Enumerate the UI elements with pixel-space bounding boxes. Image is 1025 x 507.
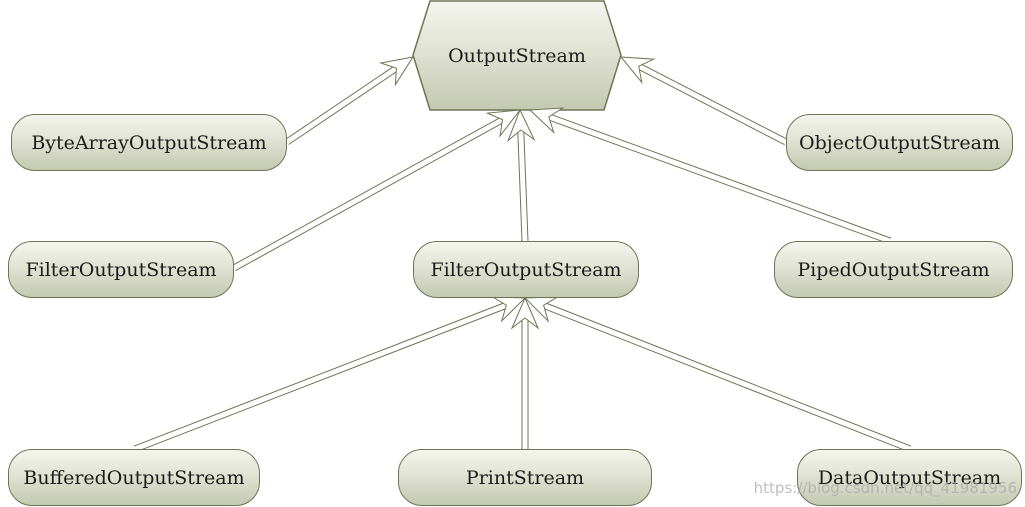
node-object-output-stream: ObjectOutputStream <box>786 114 1013 171</box>
inheritance-arrow-byte-array-output-stream <box>285 56 415 145</box>
output-stream-hexagon <box>412 0 622 111</box>
node-output-stream: OutputStream <box>448 44 586 67</box>
node-data-output-stream: DataOutputStream <box>797 449 1022 506</box>
node-piped-output-stream: PipedOutputStream <box>774 241 1013 298</box>
node-buffered-output-stream: BufferedOutputStream <box>8 449 260 506</box>
inheritance-arrow-buffered-output-stream <box>133 296 527 453</box>
node-print-stream: PrintStream <box>398 449 652 506</box>
node-filter-output-stream-left: FilterOutputStream <box>8 241 234 298</box>
inheritance-arrow-piped-output-stream <box>528 107 892 245</box>
inheritance-arrow-filter-output-stream-center <box>506 108 536 242</box>
watermark-url: https://blog.csdn.net/qq_41981956 <box>753 479 1017 497</box>
node-byte-array-output-stream: ByteArrayOutputStream <box>11 114 287 171</box>
inheritance-arrow-object-output-stream <box>619 56 788 146</box>
inheritance-arrow-filter-output-stream-left <box>232 109 522 272</box>
inheritance-arrow-print-stream <box>510 296 540 449</box>
inheritance-arrow-data-output-stream <box>523 296 912 453</box>
node-filter-output-stream-center: FilterOutputStream <box>413 241 639 298</box>
